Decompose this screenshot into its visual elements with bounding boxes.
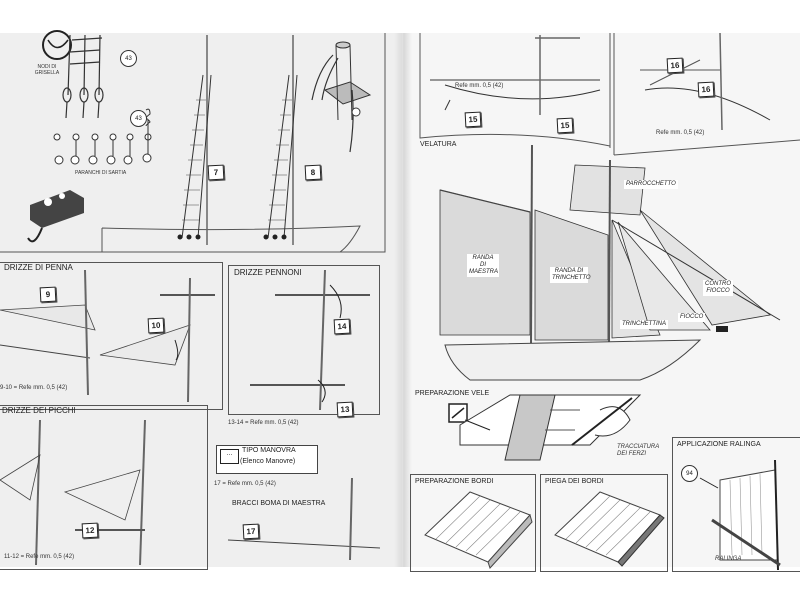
legend-title: TIPO MANOVRA (242, 447, 296, 454)
panel-piega-bordi (540, 474, 668, 572)
part-43-top: 43 (120, 50, 137, 67)
panel-drizze-penna (0, 262, 223, 410)
part-94: 94 (681, 465, 698, 482)
velatura-title: VELATURA (420, 141, 457, 148)
nodi-label: NODI DI GRISELLA (34, 64, 60, 76)
legend-subtitle: (Elenco Manovre) (240, 458, 296, 465)
top-refe-right: Refe mm. 0,5 (42) (656, 130, 705, 136)
left-page (0, 33, 402, 567)
drizze-picchi-refe: 11-12 = Refe mm. 0,5 (42) (4, 554, 75, 560)
label-fiocco: FIOCCO (678, 313, 706, 322)
bracci-title: BRACCI BOMA DI MAESTRA (232, 500, 326, 507)
book-gutter (394, 33, 412, 567)
piega-bordi-title: PIEGA DEI BORDI (545, 478, 604, 485)
ralinga-title: APPLICAZIONE RALINGA (677, 441, 761, 448)
line-17-refe: 17 = Refe mm. 0,5 (42) (214, 481, 276, 487)
panel-applicazione-ralinga (672, 437, 800, 572)
drizze-penna-title: DRIZZE DI PENNA (4, 263, 73, 272)
label-randa-trinchetto: RANDA DI TRINCHETTO (550, 267, 591, 283)
drizze-pennoni-title: DRIZZE PENNONI (234, 268, 302, 277)
top-refe-left: Refe mm. 0,5 (42) (455, 83, 504, 89)
preparazione-vele-title: PREPARAZIONE VELE (415, 390, 490, 397)
panel-drizze-pennoni (228, 265, 380, 415)
drizze-penna-refe: 9-10 = Refe mm. 0,5 (42) (0, 385, 68, 391)
panel-preparazione-bordi (410, 474, 536, 572)
label-controfiocco: CONTRO FIOCCO (703, 280, 733, 296)
preparazione-bordi-title: PREPARAZIONE BORDI (415, 478, 494, 485)
panel-drizze-picchi (0, 405, 208, 570)
label-parrocchetto: PARROCCHETTO (624, 180, 678, 189)
legend-box: ... (220, 449, 239, 464)
drizze-pennoni-refe: 13-14 = Refe mm. 0,5 (42) (228, 420, 299, 426)
ralinga-label: RALINGA (715, 556, 742, 562)
paranchi-label: PARANCHI DI SARTIA (75, 170, 127, 176)
tracciatura-label: TRACCIATURA DEI FERZI (617, 444, 659, 457)
part-43-bottom: 43 (130, 110, 147, 127)
drizze-picchi-title: DRIZZE DEI PICCHI (2, 406, 76, 415)
label-randa-maestra: RANDA DI MAESTRA (467, 254, 499, 277)
label-trinchettina: TRINCHETTINA (620, 320, 668, 329)
legend-tipo-manovra (216, 445, 318, 474)
